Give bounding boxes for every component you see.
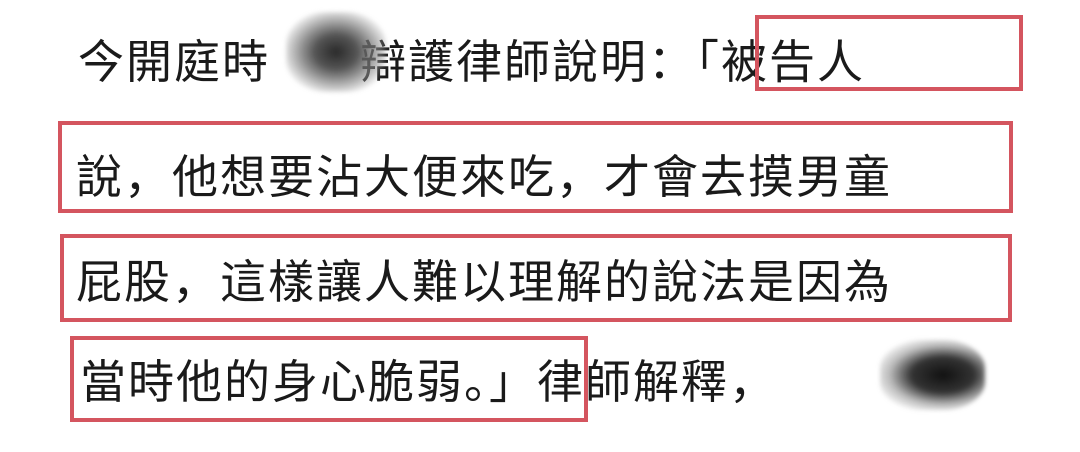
text-line-1: 今開庭時 辯護律師說明：「被告人	[78, 32, 865, 92]
highlight-box-quote-start	[755, 15, 1023, 91]
text-line-4: 當時他的身心脆弱。」律師解釋，	[80, 352, 777, 412]
redaction-blur-1	[286, 12, 386, 92]
line-1-before-mark: 今開庭時	[78, 35, 270, 89]
text-line-2: 說，他想要沾大便來吃，才會去摸男童	[76, 150, 892, 204]
redaction-blur-2	[880, 340, 985, 410]
line-4-text: 當時他的身心脆弱。」律師解釋，	[80, 355, 777, 409]
line-1-after-mark: 辯護律師說明：「被告人	[360, 35, 865, 89]
text-line-3: 屁股，這樣讓人難以理解的說法是因為	[76, 255, 892, 309]
highlight-box-line-3	[60, 234, 1012, 322]
highlight-box-line-2	[58, 121, 1013, 213]
highlight-box-line-4	[70, 336, 588, 422]
